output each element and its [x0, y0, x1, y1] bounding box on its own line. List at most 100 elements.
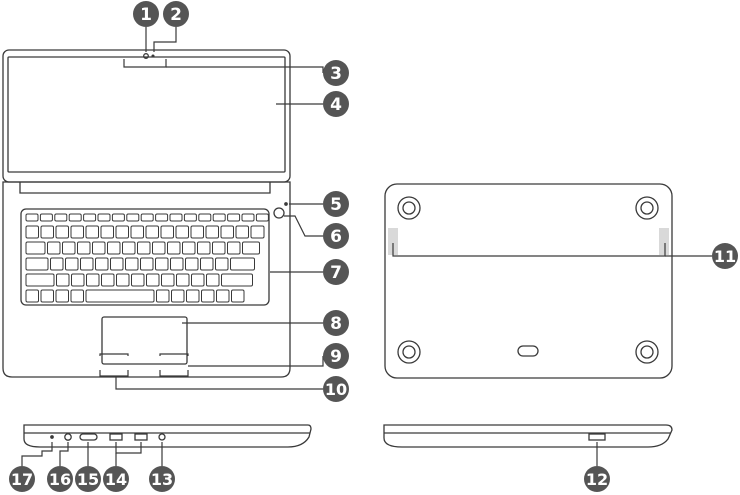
foot-icon: [398, 197, 420, 219]
keyboard-key: [170, 214, 182, 221]
keyboard-key: [26, 290, 39, 302]
callout-badge-5: 5: [323, 191, 349, 217]
speaker-grille-right: [659, 228, 669, 255]
keyboard-key: [198, 242, 211, 254]
callout-number: 17: [11, 470, 33, 489]
keyboard-key: [108, 242, 121, 254]
keyboard-key: [232, 290, 245, 302]
keyboard-key: [192, 274, 205, 286]
keyboard-key: [86, 290, 154, 302]
keyboard-key: [26, 258, 48, 270]
callout-badge-4: 4: [323, 91, 349, 117]
keyboard-key: [228, 242, 241, 254]
callout-badge-11: 11: [712, 243, 738, 269]
callout-badge-3: 3: [323, 60, 349, 86]
callout-number: 10: [325, 380, 347, 399]
keyboard-key: [256, 214, 268, 221]
hdmi-port: [80, 434, 97, 440]
keyboard-key: [26, 226, 39, 238]
keyboard-key: [156, 258, 169, 270]
usb-port-1: [110, 434, 122, 440]
callout-number: 9: [330, 347, 342, 367]
callout-badge-8: 8: [323, 310, 349, 336]
callout-badge-16: 16: [47, 466, 73, 492]
keyboard-key: [71, 290, 84, 302]
keyboard-key: [51, 258, 64, 270]
keyboard-key: [40, 214, 52, 221]
foot-icon: [398, 341, 420, 363]
foot-icon: [403, 346, 415, 358]
keyboard-key: [184, 214, 196, 221]
keyboard-key: [81, 258, 94, 270]
keyboard-key: [69, 214, 81, 221]
callout-number: 5: [330, 195, 342, 215]
rubber-feet: [398, 197, 658, 363]
keyboard-key: [132, 274, 145, 286]
keyboard-key: [87, 274, 100, 286]
keyboard-key: [147, 274, 160, 286]
callout-number: 16: [49, 470, 71, 489]
keyboard-key: [55, 214, 67, 221]
keyboard-key: [186, 258, 199, 270]
keyboard-key: [171, 258, 184, 270]
keyboard-key: [112, 214, 124, 221]
keyboard-key: [63, 242, 76, 254]
keyboard-key: [146, 226, 159, 238]
keyboard-key: [222, 274, 253, 286]
keyboard-key: [127, 214, 139, 221]
foot-icon: [641, 202, 653, 214]
keyboard-key: [126, 258, 139, 270]
power-jack-icon: [159, 434, 165, 440]
left-side-outline: [24, 425, 311, 447]
laptop-base: [3, 182, 290, 377]
callout-badge-13: 13: [149, 466, 175, 492]
keyboard-keys: [26, 214, 268, 302]
touchpad: [102, 317, 187, 364]
keyboard-key: [157, 290, 170, 302]
hinge-strip: [20, 182, 270, 193]
keyboard-key: [111, 258, 124, 270]
callout-badge-9: 9: [323, 343, 349, 369]
callout-number: 14: [105, 470, 127, 489]
foot-icon: [636, 341, 658, 363]
callout-number: 6: [330, 227, 342, 247]
keyboard-key: [156, 214, 168, 221]
power-indicator-icon: [285, 203, 287, 205]
keyboard-key: [207, 274, 220, 286]
usb-port-2: [135, 434, 147, 440]
keyboard-key: [66, 258, 79, 270]
keyboard-key: [101, 226, 114, 238]
keyboard-key: [191, 226, 204, 238]
keyboard-key: [56, 290, 69, 302]
power-button-icon: [274, 208, 284, 218]
callout-badge-14: 14: [103, 466, 129, 492]
laptop-bottom-view: [385, 184, 672, 378]
keyboard-key: [84, 214, 96, 221]
callout-badge-7: 7: [323, 259, 349, 285]
keyboard-key: [71, 226, 84, 238]
keyboard-key: [172, 290, 185, 302]
keyboard-key: [123, 242, 136, 254]
callout-badge-12: 12: [584, 466, 610, 492]
keyboard-key: [48, 242, 61, 254]
keyboard-key: [93, 242, 106, 254]
headphone-jack-icon: [65, 434, 71, 440]
callout-number: 2: [170, 5, 182, 25]
keyboard-key: [231, 258, 255, 270]
keyboard-key: [96, 258, 109, 270]
callout-number: 12: [586, 470, 608, 489]
keyboard-key: [251, 226, 264, 238]
keyboard-key: [213, 214, 225, 221]
keyboard-key: [199, 214, 211, 221]
callout-badge-1: 1: [133, 1, 159, 27]
keyboard-key: [183, 242, 196, 254]
right-side-view: [384, 425, 672, 447]
keyboard-key: [138, 242, 151, 254]
keyboard-key: [26, 214, 38, 221]
keyboard-key: [116, 226, 129, 238]
keyboard-key: [228, 214, 240, 221]
foot-icon: [641, 346, 653, 358]
keyboard-key: [56, 226, 69, 238]
laptop-lid: [3, 50, 290, 182]
